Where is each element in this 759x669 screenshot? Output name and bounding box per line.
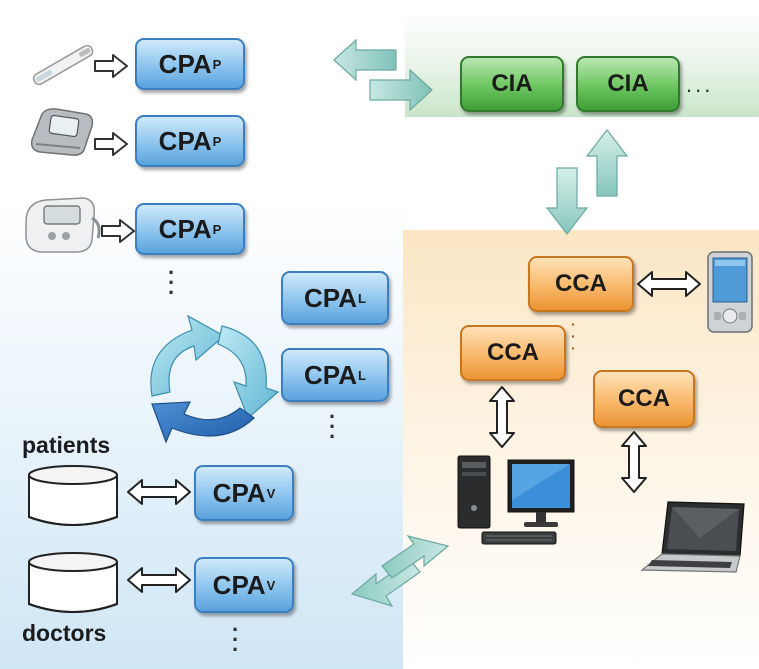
doctors-label: doctors xyxy=(22,620,107,646)
thermometer-icon xyxy=(32,44,94,86)
cpa-l-node-2-subscript: L xyxy=(358,367,366,383)
laptop-icon xyxy=(640,501,745,573)
cycle-arrows-icon xyxy=(150,314,280,444)
cpa-p-node-3-label: CPA xyxy=(158,213,212,244)
arm-cuff-monitor-icon xyxy=(25,197,101,253)
cca-pda-double-arrow xyxy=(637,271,701,297)
patients-cpa-double-arrow xyxy=(127,479,191,505)
patients-database-icon xyxy=(28,465,118,526)
wrist-monitor-icon xyxy=(30,108,94,156)
cpa-l-node-1-subscript: L xyxy=(358,290,366,306)
cpa-cia-exchange-arrows xyxy=(333,38,433,112)
cpa-l-node-1-label: CPA xyxy=(304,282,357,313)
cpa-p-node-2-label: CPA xyxy=(158,125,212,156)
cca-node-left: CCA xyxy=(460,325,566,381)
device-to-cpa-arrow-1 xyxy=(94,54,128,78)
device-to-cpa-arrow-3 xyxy=(101,219,135,243)
cpa-v-continuation-dots: ··· xyxy=(232,617,240,662)
cca-laptop-double-arrow xyxy=(621,431,647,493)
cpa-l-continuation-dots: ··· xyxy=(329,404,337,449)
cia-continuation-ellipsis: ... xyxy=(686,72,714,97)
cpa-p-node-1-label: CPA xyxy=(158,48,212,79)
cca-desktop-double-arrow xyxy=(489,386,515,448)
cpa-v-node-patients-label: CPA xyxy=(212,477,266,508)
cpa-p-node-2-subscript: P xyxy=(212,133,222,149)
cca-node-top: CCA xyxy=(528,256,634,312)
cpa-v-node-doctors-subscript: V xyxy=(266,577,276,593)
patients-label: patients xyxy=(22,432,111,458)
cca-node-right: CCA xyxy=(593,370,695,428)
desktop-computer-icon xyxy=(457,455,575,545)
cca-continuation-dots: ··· xyxy=(571,316,576,356)
doctors-cpa-double-arrow xyxy=(127,567,191,593)
pda-device-icon xyxy=(707,251,753,333)
cia-node-1: CIA xyxy=(460,56,564,112)
doctors-database-icon xyxy=(28,552,118,613)
cpa-v-node-doctors-label: CPA xyxy=(212,569,266,600)
cia-node-2: CIA xyxy=(576,56,680,112)
cpa-cca-exchange-arrows xyxy=(350,535,450,608)
cpa-p-node-3-subscript: P xyxy=(212,221,222,237)
cia-cca-exchange-arrows xyxy=(545,129,629,235)
cpa-l-node-2-label: CPA xyxy=(304,359,357,390)
cpa-v-node-patients-subscript: V xyxy=(266,485,276,501)
cpa-p-continuation-dots: ··· xyxy=(168,260,176,305)
device-to-cpa-arrow-2 xyxy=(94,132,128,156)
cpa-p-node-1-subscript: P xyxy=(212,56,222,72)
